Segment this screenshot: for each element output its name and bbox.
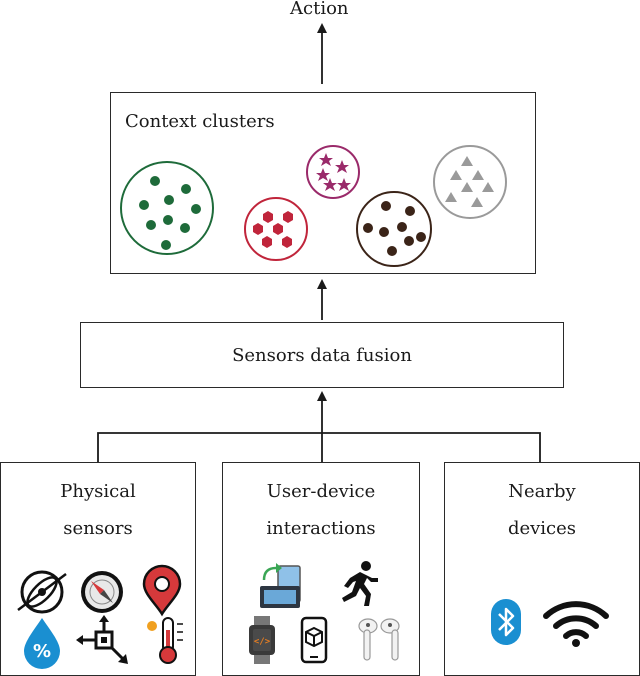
cluster-magenta	[306, 145, 360, 199]
phone-ar-icon	[300, 616, 328, 664]
gyroscope-icon	[17, 570, 67, 614]
nearby-devices-box: Nearby devices	[444, 462, 640, 676]
cluster-brown	[356, 191, 432, 267]
compass-icon	[81, 571, 123, 613]
action-label: Action	[290, 0, 349, 19]
svg-text:%: %	[33, 641, 51, 662]
user-device-line2: interactions	[266, 518, 376, 539]
cluster-red	[244, 197, 308, 261]
smartwatch-icon: </>	[249, 616, 275, 664]
bluetooth-icon	[491, 599, 521, 645]
sensors-fusion-label: Sensors data fusion	[232, 345, 412, 366]
physical-sensors-line2: sensors	[63, 518, 133, 539]
running-person-icon	[342, 561, 378, 606]
thermometer-icon	[147, 617, 183, 664]
sensors-fusion-box: Sensors data fusion	[80, 322, 564, 388]
cluster-gray	[433, 145, 507, 219]
nearby-devices-line2: devices	[507, 518, 577, 539]
accelerometer-icon	[76, 615, 128, 664]
context-clusters-box: Context clusters	[110, 92, 536, 274]
wifi-icon	[543, 601, 609, 647]
earbuds-icon	[358, 618, 400, 661]
location-pin-icon	[142, 564, 182, 617]
user-device-line1: User-device	[266, 481, 376, 502]
source-bus	[97, 432, 541, 462]
screen-rotation-icon	[260, 563, 301, 608]
context-clusters-title: Context clusters	[125, 111, 275, 132]
nearby-devices-line1: Nearby	[508, 481, 576, 502]
humidity-icon: %	[24, 618, 60, 669]
svg-text:</>: </>	[254, 637, 271, 647]
cluster-green	[120, 161, 214, 255]
physical-sensors-line1: Physical	[60, 481, 136, 502]
